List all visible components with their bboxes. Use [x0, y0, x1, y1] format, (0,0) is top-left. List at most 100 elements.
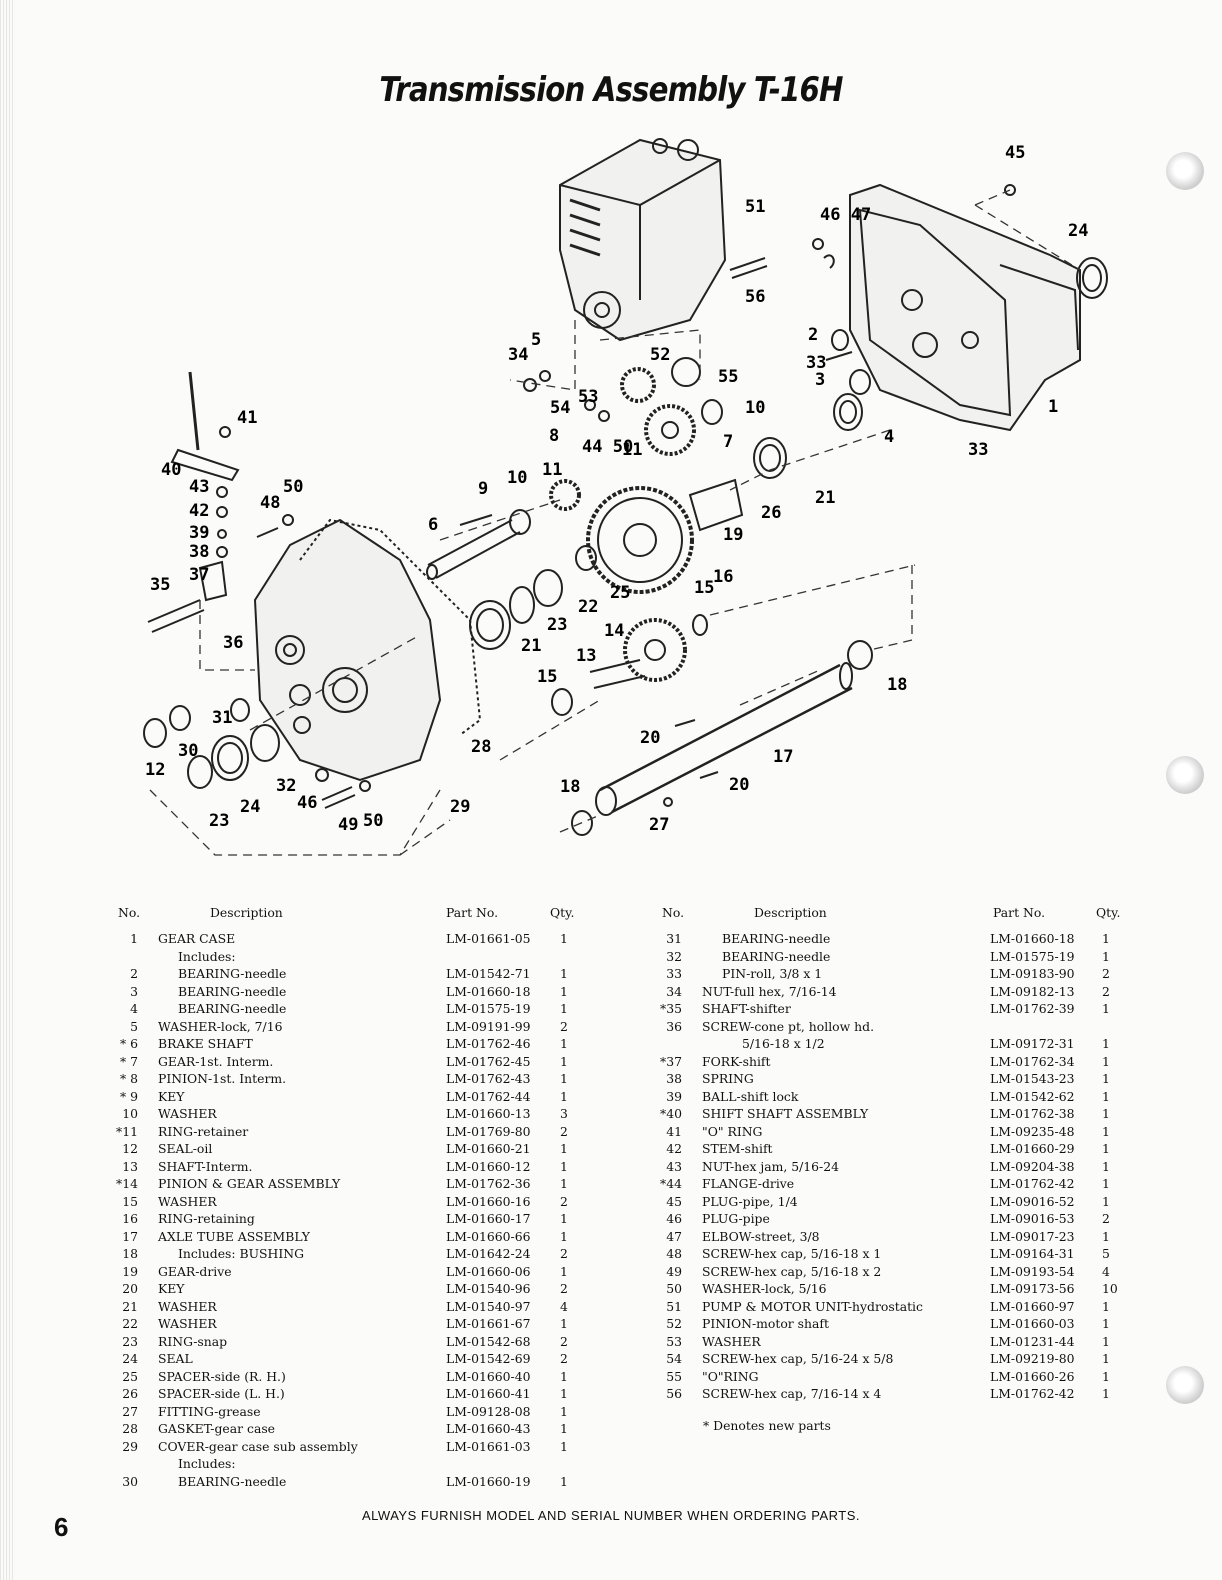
- part-catalog-number: LM-09173-56: [990, 1281, 1075, 1296]
- part-quantity: 10: [1102, 1281, 1118, 1296]
- part-description: WASHER: [158, 1298, 217, 1314]
- callout-label: 1: [1048, 397, 1058, 417]
- part-description: ELBOW-street, 3/8: [702, 1228, 820, 1244]
- callout-label: 41: [237, 408, 257, 428]
- part-number-ref: 48: [666, 1246, 682, 1261]
- part-catalog-number: LM-01660-06: [446, 1263, 531, 1279]
- part-quantity: 2: [560, 1333, 568, 1349]
- callout-label: 48: [260, 493, 280, 513]
- part-number-ref: 26: [122, 1386, 138, 1401]
- part-quantity: 1: [560, 1403, 568, 1419]
- part-description: 5/16-18 x 1/2: [742, 1036, 825, 1051]
- part-description: RING-retaining: [158, 1211, 255, 1226]
- header-no: No.: [662, 905, 685, 920]
- part-quantity: 2: [560, 1193, 568, 1209]
- part-description: GEAR CASE: [158, 931, 236, 946]
- part-quantity: 1: [560, 1386, 568, 1401]
- part-description: BALL-shift lock: [702, 1088, 799, 1104]
- part-number-ref: 47: [666, 1228, 682, 1244]
- part-catalog-number: LM-09164-31: [990, 1246, 1075, 1261]
- part-quantity: 1: [560, 1316, 568, 1331]
- drive-gear-drawing: [586, 486, 694, 594]
- part-number-ref: 22: [122, 1316, 138, 1331]
- callout-label: 8: [549, 426, 559, 446]
- part-description: SHIFT SHAFT ASSEMBLY: [702, 1106, 869, 1121]
- header-part-no: Part No.: [446, 905, 499, 920]
- callout-label: 23: [547, 615, 567, 635]
- part-catalog-number: LM-01762-42: [990, 1386, 1075, 1401]
- part-description: WASHER: [158, 1316, 217, 1331]
- callout-label: 46: [297, 793, 317, 813]
- part-catalog-number: LM-09235-48: [990, 1123, 1075, 1139]
- callout-label: 31: [212, 708, 232, 728]
- ordering-footer: ALWAYS FURNISH MODEL AND SERIAL NUMBER W…: [361, 1508, 861, 1523]
- part-quantity: 1: [560, 1473, 568, 1489]
- page-title: Transmission Assembly T-16H: [379, 70, 843, 110]
- callout-label: 6: [428, 515, 438, 535]
- part-quantity: 1: [1102, 1193, 1110, 1209]
- header-description: Description: [754, 905, 827, 920]
- part-number-ref: 12: [122, 1141, 138, 1156]
- part-description: BEARING-needle: [178, 983, 287, 999]
- part-catalog-number: LM-01660-97: [990, 1298, 1075, 1314]
- part-number-ref: *35: [660, 1001, 682, 1016]
- callout-label: 24: [240, 797, 260, 817]
- callout-label: 4: [884, 427, 894, 447]
- callout-label: 7: [723, 432, 733, 452]
- part-catalog-number: LM-09191-99: [446, 1018, 531, 1034]
- part-number-ref: 45: [666, 1193, 682, 1209]
- part-quantity: 2: [560, 1351, 568, 1366]
- callout-label: 43: [189, 477, 209, 497]
- part-catalog-number: LM-01660-16: [446, 1193, 531, 1209]
- part-description: KEY: [158, 1281, 185, 1296]
- part-number-ref: 1: [130, 931, 138, 946]
- part-description: BEARING-needle: [178, 1473, 287, 1489]
- part-catalog-number: LM-01660-40: [446, 1368, 531, 1384]
- part-quantity: 1: [1102, 1228, 1110, 1244]
- part-description: BEARING-needle: [722, 931, 831, 946]
- part-quantity: 1: [560, 1368, 568, 1384]
- header-no: No.: [118, 905, 141, 920]
- callout-label: 35: [150, 575, 170, 595]
- part-quantity: 5: [1102, 1246, 1110, 1261]
- part-catalog-number: LM-09193-54: [990, 1263, 1075, 1279]
- callout-label: 42: [189, 501, 209, 521]
- part-quantity: 1: [560, 1438, 568, 1454]
- part-number-ref: 55: [666, 1368, 682, 1384]
- part-catalog-number: LM-01660-17: [446, 1211, 531, 1226]
- part-quantity: 1: [1102, 1368, 1110, 1384]
- part-number-ref: 16: [122, 1211, 138, 1226]
- callout-label: 53: [578, 387, 598, 407]
- part-number-ref: 50: [666, 1281, 682, 1296]
- part-quantity: 1: [560, 1001, 568, 1016]
- part-quantity: 1: [1102, 1071, 1110, 1086]
- part-catalog-number: LM-09182-13: [990, 983, 1075, 999]
- part-catalog-number: LM-01660-21: [446, 1141, 531, 1156]
- part-number-ref: 49: [666, 1263, 682, 1279]
- part-description: BRAKE SHAFT: [158, 1036, 253, 1051]
- part-quantity: 1: [560, 1088, 568, 1104]
- part-description: NUT-hex jam, 5/16-24: [702, 1158, 840, 1174]
- callout-label: 34: [508, 345, 528, 365]
- part-catalog-number: LM-01762-36: [446, 1176, 531, 1191]
- callout-label: 37: [189, 565, 209, 585]
- callout-label: 18: [887, 675, 907, 695]
- part-catalog-number: LM-01540-97: [446, 1298, 531, 1314]
- part-description: SPRING: [702, 1071, 754, 1086]
- part-description: SPACER-side (L. H.): [158, 1386, 285, 1401]
- header-qty: Qty.: [1096, 905, 1121, 920]
- callout-label: 50: [283, 477, 303, 497]
- part-catalog-number: LM-09017-23: [990, 1228, 1075, 1244]
- part-description: PINION-1st. Interm.: [158, 1071, 287, 1086]
- part-catalog-number: LM-01660-03: [990, 1316, 1075, 1331]
- part-catalog-number: LM-09183-90: [990, 966, 1075, 981]
- callout-label: 17: [773, 747, 793, 767]
- callout-label: 23: [209, 811, 229, 831]
- part-catalog-number: LM-01660-12: [446, 1158, 531, 1174]
- part-number-ref: *44: [660, 1176, 682, 1191]
- callout-label: 50: [363, 811, 383, 831]
- callout-label: 55: [718, 367, 738, 387]
- part-description: FLANGE-drive: [702, 1176, 795, 1191]
- part-number-ref: 23: [122, 1333, 138, 1349]
- part-description: PLUG-pipe, 1/4: [702, 1193, 798, 1209]
